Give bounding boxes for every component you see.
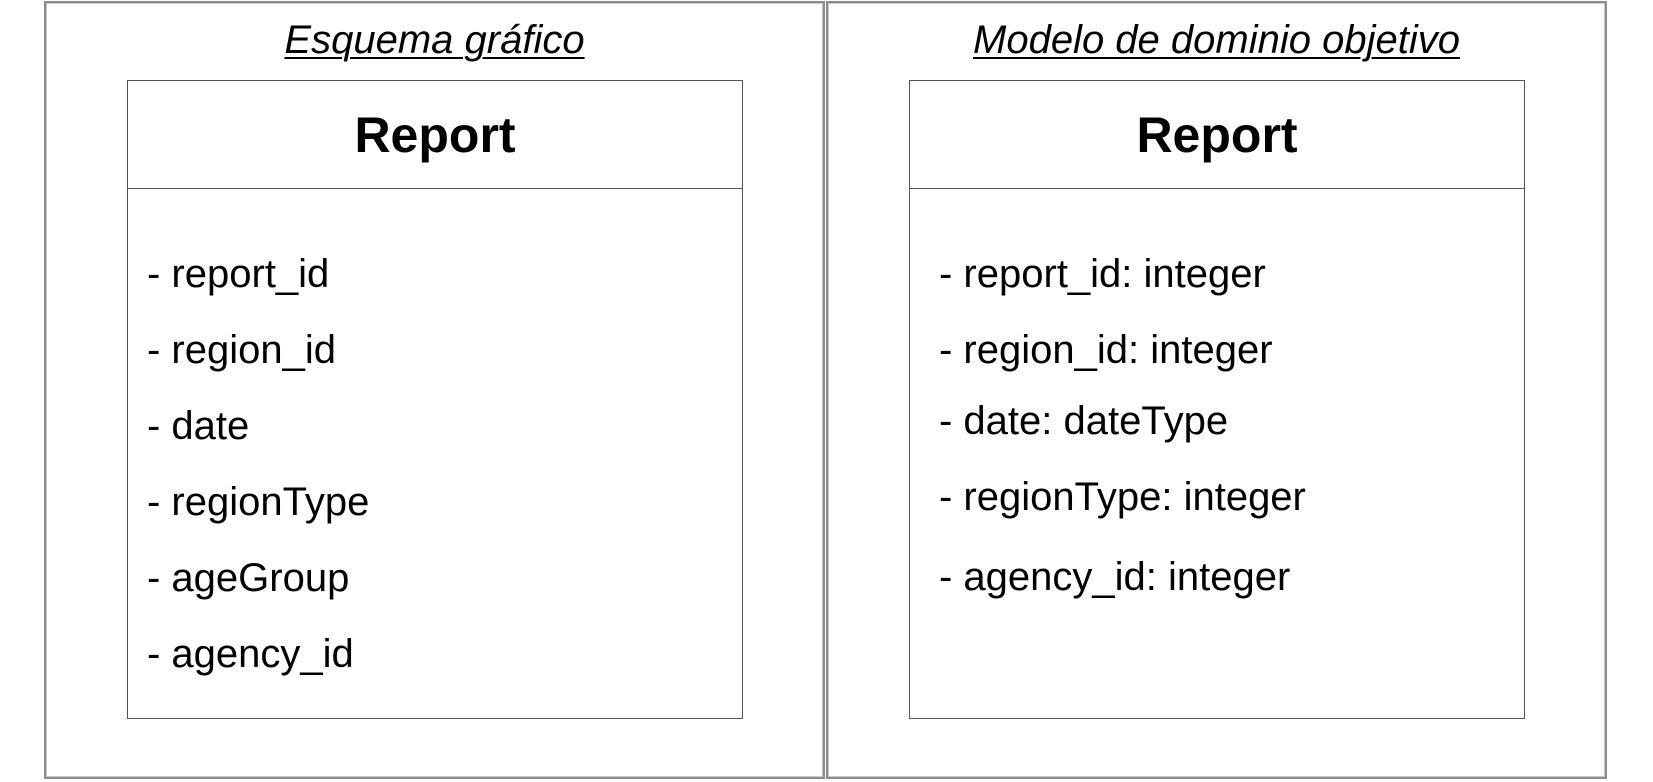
- attribute: - date: dateType: [939, 399, 1229, 443]
- attribute: - region_id: [147, 328, 337, 372]
- target-domain-model-panel: Modelo de dominio objetivo Report - repo…: [826, 1, 1607, 779]
- attribute: - agency_id: [147, 632, 354, 676]
- graphic-schema-panel: Esquema gráfico Report - report_id - reg…: [44, 1, 825, 779]
- attribute: - ageGroup: [147, 556, 350, 600]
- attribute: - regionType: integer: [939, 475, 1306, 519]
- attribute: - region_id: integer: [939, 328, 1273, 372]
- class-header: Report: [910, 81, 1524, 189]
- attribute: - agency_id: integer: [939, 555, 1291, 599]
- report-class-box: Report - report_id - region_id - date - …: [127, 80, 743, 719]
- attribute: - date: [147, 404, 250, 448]
- attribute: - report_id: [147, 252, 330, 296]
- class-name: Report: [354, 106, 516, 163]
- target-domain-model-title: Modelo de dominio objetivo: [973, 18, 1460, 62]
- attribute: - regionType: [147, 480, 370, 524]
- class-attributes: - report_id - region_id - date - regionT…: [128, 189, 742, 718]
- attribute: - report_id: integer: [939, 252, 1266, 296]
- class-name: Report: [1136, 106, 1298, 163]
- class-attributes: - report_id: integer - region_id: intege…: [910, 189, 1524, 718]
- graphic-schema-title: Esquema gráfico: [284, 18, 585, 62]
- class-header: Report: [128, 81, 742, 189]
- report-class-box: Report - report_id: integer - region_id:…: [909, 80, 1525, 719]
